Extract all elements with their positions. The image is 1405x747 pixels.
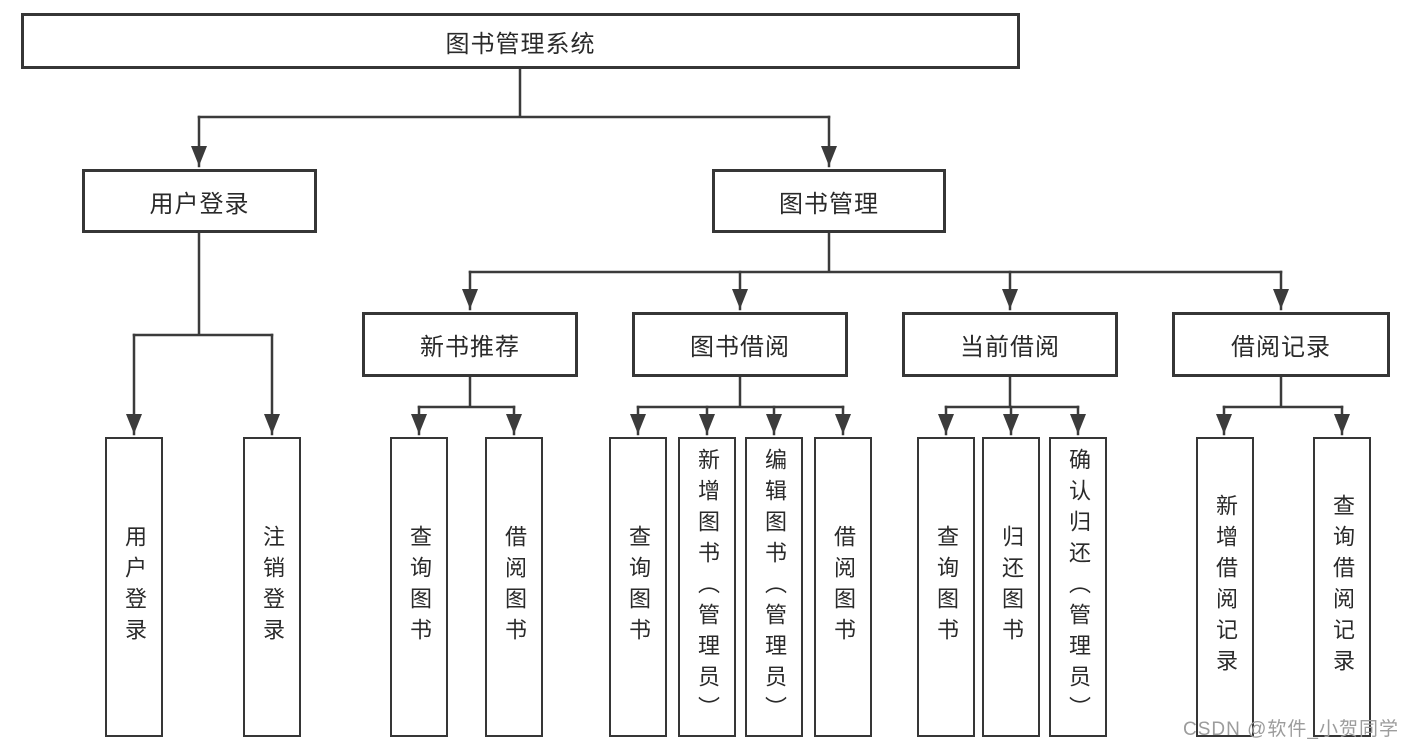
leaf-query-books-current: 查询图书 [917,437,975,737]
node-new-book-recommend: 新书推荐 [362,312,578,377]
leaf-borrow-books: 借阅图书 [814,437,872,737]
connector-user-login-bar [132,231,274,337]
connector-root-bar [197,67,831,119]
connector-current-borrow-bar [944,375,1080,409]
connector-book-management-bar [468,231,1283,274]
node-user-login: 用户登录 [82,169,317,233]
node-current-borrow: 当前借阅 [902,312,1118,377]
leaf-query-books-recommend: 查询图书 [390,437,448,737]
leaf-add-book-admin: 新增图书（管理员） [678,437,736,737]
node-borrow-records: 借阅记录 [1172,312,1390,377]
leaf-query-borrow-record: 查询借阅记录 [1313,437,1371,737]
node-book-borrow: 图书借阅 [632,312,848,377]
connector-new-book-bar [417,375,516,409]
connector-book-borrow-bar [636,375,845,409]
node-book-management: 图书管理 [712,169,946,233]
leaf-return-books: 归还图书 [982,437,1040,737]
leaf-edit-book-admin: 编辑图书（管理员） [745,437,803,737]
leaf-user-login: 用户登录 [105,437,163,737]
node-book-management-system: 图书管理系统 [21,13,1020,69]
leaf-query-books-borrow: 查询图书 [609,437,667,737]
leaf-borrow-books-recommend: 借阅图书 [485,437,543,737]
watermark: CSDN @软件_小贺同学 [1183,719,1399,740]
leaf-confirm-return-admin: 确认归还（管理员） [1049,437,1107,737]
leaf-add-borrow-record: 新增借阅记录 [1196,437,1254,737]
leaf-logout: 注销登录 [243,437,301,737]
connector-borrow-records-bar [1222,375,1344,409]
